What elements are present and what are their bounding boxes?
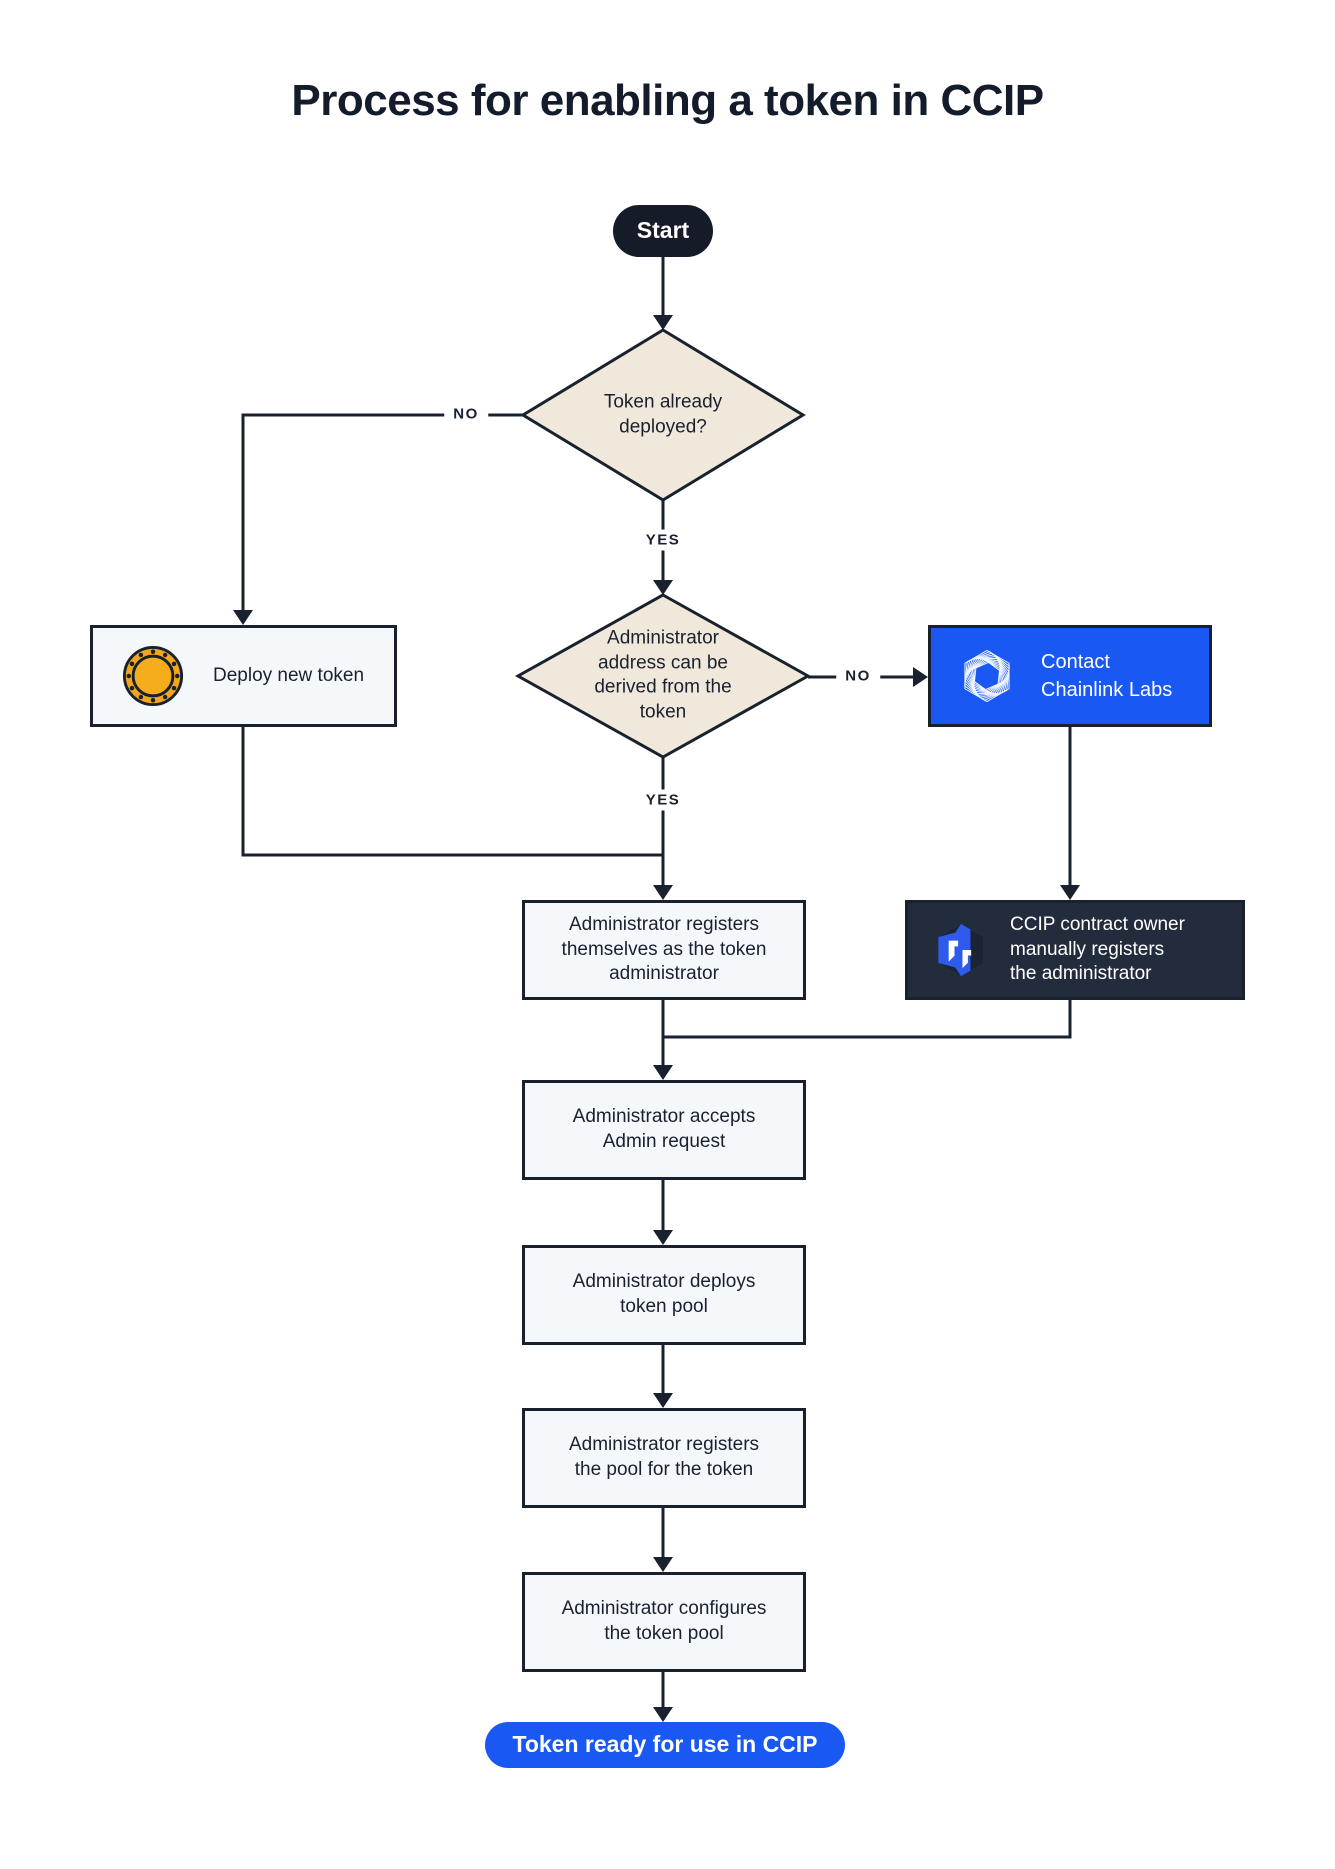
edge-label-no-admin-address: NO [836, 665, 880, 687]
ccip-owner-registers-node: CCIP contract owner manually registers t… [905, 900, 1245, 1000]
admin-accepts-node: Administrator accepts Admin request [522, 1080, 806, 1180]
token-ready-node: Token ready for use in CCIP [485, 1722, 845, 1768]
admin-deploys-pool-node: Administrator deploys token pool [522, 1245, 806, 1345]
contact-chainlink-label: Contact Chainlink Labs [1041, 651, 1173, 701]
ccip-logo-icon [938, 923, 984, 977]
arrowheads [233, 315, 1080, 1722]
admin-registers-self-node: Administrator registers themselves as th… [522, 900, 806, 1000]
edge-label-no-token-deployed: NO [444, 403, 488, 425]
admin-registers-pool-node: Administrator registers the pool for the… [522, 1408, 806, 1508]
edge-label-yes-token-deployed: YES [636, 529, 690, 551]
deploy-new-token-node: Deploy new token [90, 625, 397, 727]
start-node: Start [613, 205, 713, 257]
admin-deploys-pool-label: Administrator deploys token pool [572, 1271, 756, 1317]
coin-icon [122, 645, 184, 707]
token-ready-label: Token ready for use in CCIP [512, 1731, 818, 1758]
admin-configures-pool-node: Administrator configures the token pool [522, 1572, 806, 1672]
deploy-new-token-label: Deploy new token [213, 664, 365, 686]
chainlink-logo-icon [957, 646, 1017, 706]
page-title: Process for enabling a token in CCIP [291, 76, 1044, 125]
decision-admin-address-shape [514, 593, 812, 759]
admin-registers-pool-label: Administrator registers the pool for the… [568, 1434, 760, 1480]
decision-admin-address-label: Administrator address can be derived fro… [594, 627, 732, 723]
decision-token-deployed-label: Token already deployed? [603, 391, 723, 437]
admin-configures-pool-label: Administrator configures the token pool [561, 1598, 767, 1644]
contact-chainlink-node: Contact Chainlink Labs [928, 625, 1212, 727]
edge-label-yes-admin-address: YES [636, 789, 690, 811]
start-label: Start [636, 217, 690, 244]
admin-registers-self-label: Administrator registers themselves as th… [561, 913, 767, 985]
admin-accepts-label: Administrator accepts Admin request [572, 1106, 756, 1152]
ccip-owner-registers-label: CCIP contract owner manually registers t… [1010, 913, 1185, 985]
decision-token-deployed-shape [520, 328, 806, 502]
